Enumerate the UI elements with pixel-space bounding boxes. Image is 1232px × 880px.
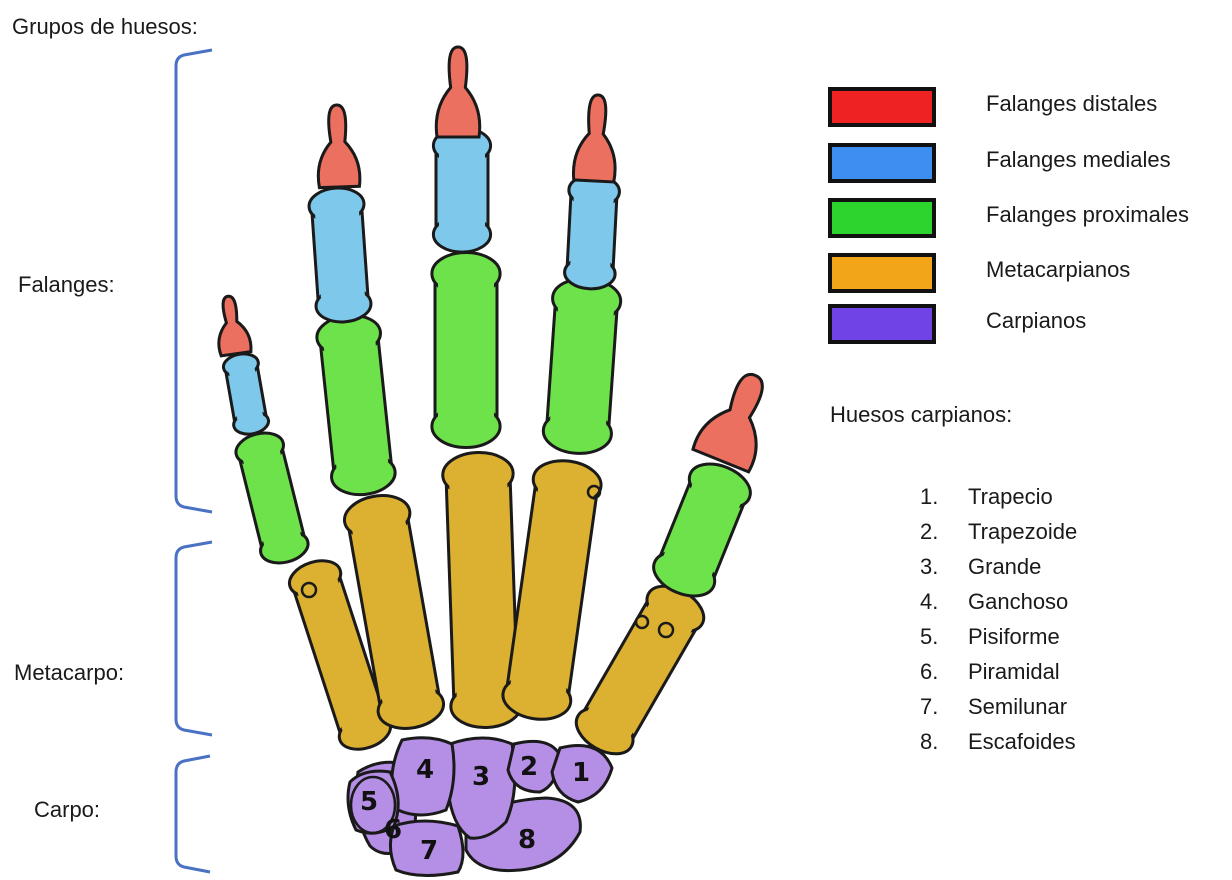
distal-phalanx-middle [436, 47, 479, 137]
legend-label-metacarpal: Metacarpianos [986, 257, 1130, 283]
carpal-number-1: 1 [572, 758, 590, 788]
medial-phalanx-middle [433, 128, 490, 252]
carpal-name: Trapezoide [968, 519, 1077, 544]
distal-phalanx-ring [316, 104, 360, 187]
medial-phalanx-middle-fill [439, 146, 485, 235]
proximal-phalanx-little [233, 428, 312, 567]
legend-swatch-carpal [828, 304, 936, 344]
carpal-heading: Huesos carpianos: [830, 402, 1012, 428]
medial-phalanx-little [222, 351, 271, 436]
carpal-name: Semilunar [968, 694, 1067, 719]
legend-label-proximal: Falanges proximales [986, 202, 1189, 228]
carpal-number: 8. [920, 729, 968, 755]
proximal-phalanx-index-fill [549, 298, 614, 434]
carpal-list-item: 2.Trapezoide [920, 519, 1077, 554]
medial-phalanx-index [564, 174, 620, 290]
distal-phalanx-middle-shape [436, 47, 479, 137]
metacarpal-middle-fill [449, 473, 515, 706]
carpal-name: Piramidal [968, 659, 1060, 684]
metacarpal-index [500, 457, 604, 724]
carpal-number-8: 8 [518, 825, 536, 855]
carpal-list-item: 7.Semilunar [920, 694, 1077, 729]
legend-label-distal: Falanges distales [986, 91, 1157, 117]
carpal-number: 7. [920, 694, 968, 720]
group-bracket [176, 756, 210, 872]
proximal-phalanx-middle-fill [438, 274, 494, 427]
carpal-name: Ganchoso [968, 589, 1068, 614]
carpal-list-item: 8.Escafoides [920, 729, 1077, 764]
carpal-list-item: 6.Piramidal [920, 659, 1077, 694]
group-brackets [176, 50, 212, 872]
carpal-name: Trapecio [968, 484, 1053, 509]
carpal-number-2: 2 [520, 752, 538, 782]
carpal-name: Grande [968, 554, 1041, 579]
legend-label-medial: Falanges mediales [986, 147, 1171, 173]
carpal-list-item: 3.Grande [920, 554, 1077, 589]
distal-phalanx-index-shape [573, 94, 619, 182]
distal-phalanx-little-shape [212, 294, 252, 356]
proximal-phalanx-middle [432, 253, 500, 448]
carpal-number: 5. [920, 624, 968, 650]
carpal-number-4: 4 [416, 755, 434, 785]
distal-phalanx-thumb-shape [692, 364, 783, 472]
group-bracket [176, 542, 212, 735]
carpal-number-3: 3 [472, 762, 490, 792]
proximal-phalanx-ring [315, 312, 397, 497]
legend-swatch-medial [828, 143, 936, 183]
legend-label-carpal: Carpianos [986, 308, 1086, 334]
carpal-name: Escafoides [968, 729, 1076, 754]
carpal-number: 1. [920, 484, 968, 510]
carpal-number-5: 5 [360, 787, 378, 817]
carpal-number-7: 7 [420, 836, 438, 866]
distal-phalanx-little [212, 294, 252, 356]
medial-phalanx-ring [308, 186, 372, 324]
distal-phalanx-ring-shape [316, 104, 360, 187]
legend-swatch-distal [828, 87, 936, 127]
proximal-phalanx-index [542, 276, 622, 455]
distal-phalanx-index [573, 94, 619, 182]
carpal-list-item: 5.Pisiforme [920, 624, 1077, 659]
carpal-list: 1.Trapecio 2.Trapezoide 3.Grande 4.Ganch… [920, 484, 1077, 764]
legend-swatch-proximal [828, 198, 936, 238]
distal-phalanx-thumb [692, 364, 783, 472]
carpal-list-item: 4.Ganchoso [920, 589, 1077, 624]
carpal-list-item: 1.Trapecio [920, 484, 1077, 519]
hand-bones [212, 47, 783, 763]
metacarpal-thumb [568, 577, 711, 763]
carpal-number: 2. [920, 519, 968, 545]
medial-phalanx-index-fill [570, 190, 614, 274]
legend-swatch-metacarpal [828, 253, 936, 293]
carpal-number: 4. [920, 589, 968, 615]
carpal-number: 3. [920, 554, 968, 580]
sesamoid-thumb-2 [636, 616, 648, 628]
medial-phalanx-ring-fill [315, 204, 366, 307]
proximal-phalanx-thumb [647, 456, 757, 605]
group-bracket [176, 50, 212, 512]
carpal-number-6: 6 [384, 815, 402, 845]
carpal-name: Pisiforme [968, 624, 1060, 649]
carpal-number: 6. [920, 659, 968, 685]
